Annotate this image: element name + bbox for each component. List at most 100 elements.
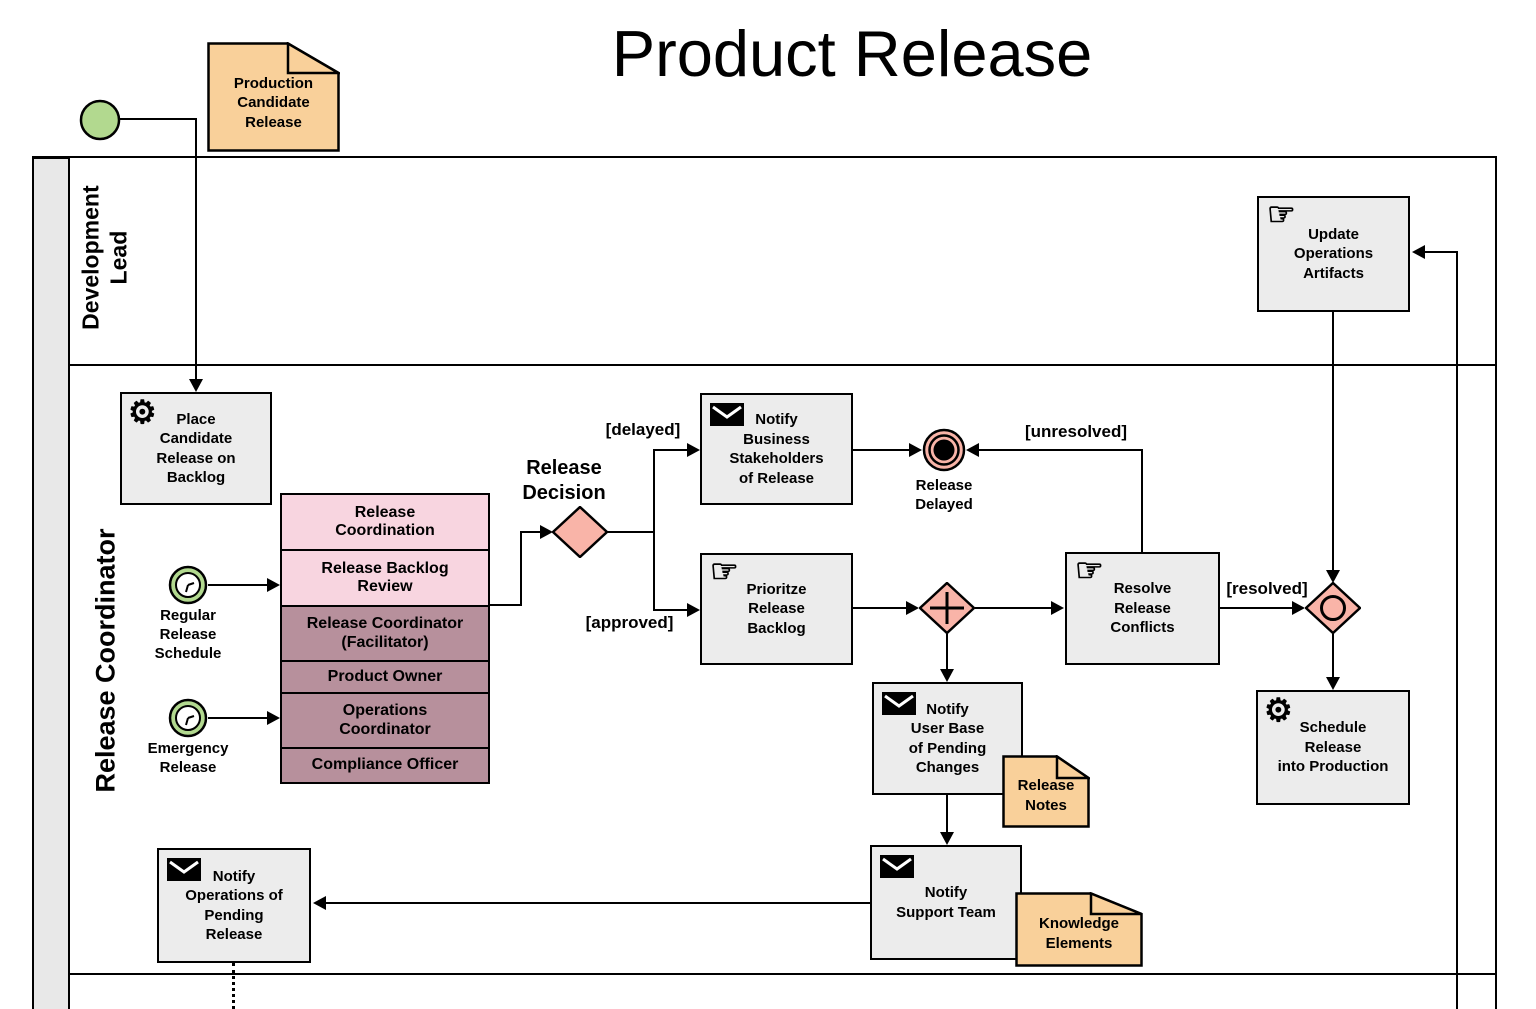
flow-line (1456, 252, 1458, 1009)
timer-event-emergency-release[interactable] (168, 698, 208, 738)
arrowhead (966, 443, 979, 457)
envelope-icon (167, 858, 201, 881)
pool-top-border (32, 156, 1497, 158)
pool-right-border (1495, 156, 1497, 1009)
flow-line (946, 795, 948, 833)
lane-divider (70, 973, 1497, 975)
arrowhead (906, 601, 919, 615)
circle-icon (1320, 595, 1346, 621)
timer-event-regular-release[interactable] (168, 565, 208, 605)
document-label: Knowledge Elements (1038, 915, 1119, 952)
plus-icon (930, 592, 964, 624)
arrowhead (687, 443, 700, 457)
table-row[interactable]: Product Owner (282, 662, 488, 694)
gateway-label: Release Decision (522, 457, 606, 504)
lane-divider (70, 364, 1497, 366)
flow-line (520, 531, 542, 533)
gear-icon: ⚙ (1264, 692, 1293, 728)
document-icon (207, 41, 344, 152)
flow-line (653, 449, 655, 611)
task-notify-support-team[interactable]: Notify Support Team (870, 845, 1022, 960)
envelope-icon (882, 692, 916, 715)
flow-line (946, 634, 948, 670)
flow-line (605, 531, 655, 533)
document-release-notes[interactable]: Release Notes (1002, 754, 1093, 828)
envelope-icon (710, 403, 744, 426)
edge-label-delayed: [delayed] (605, 420, 681, 439)
flow-line (195, 118, 197, 380)
pool-header-bar (32, 157, 70, 1009)
arrowhead (1292, 601, 1305, 615)
table-row[interactable]: Release Coordination (282, 495, 488, 551)
table-row[interactable]: Release Coordinator (Facilitator) (282, 607, 488, 662)
document-label: Production Candidate Release (233, 74, 314, 131)
flow-line (1332, 634, 1334, 678)
arrowhead (909, 443, 922, 457)
inclusive-gateway[interactable] (1305, 582, 1361, 634)
arrowhead (1326, 570, 1340, 583)
lane-label-development-lead: Development Lead (77, 185, 131, 330)
arrowhead (540, 525, 553, 539)
task-label: Schedule Release into Production (1277, 719, 1389, 776)
task-label: Notify Business Stakeholders of Release (729, 411, 824, 487)
task-label: Update Operations Artifacts (1293, 225, 1374, 282)
gear-icon: ⚙ (128, 394, 157, 430)
start-event[interactable] (79, 99, 121, 141)
document-icon (1015, 891, 1143, 967)
flow-line (325, 902, 871, 904)
edge-label-resolved: [resolved] (1226, 579, 1308, 598)
exclusive-gateway-release-decision[interactable] (552, 506, 608, 558)
task-label: Notify Operations of Pending Release (185, 867, 283, 944)
table-row[interactable]: Release Backlog Review (282, 551, 488, 607)
flow-line (520, 531, 522, 606)
flow-line (1332, 312, 1334, 571)
flow-line (853, 607, 907, 609)
arrowhead (940, 832, 954, 845)
task-place-candidate-release[interactable]: ⚙ Place Candidate Release on Backlog (120, 392, 272, 505)
flow-line (208, 584, 268, 586)
flow-line (653, 609, 688, 611)
task-schedule-release-production[interactable]: ⚙ Schedule Release into Production (1256, 690, 1410, 805)
flow-line (1220, 607, 1293, 609)
document-label: Release Notes (1017, 777, 1075, 814)
arrowhead (1051, 601, 1064, 615)
flow-line (208, 717, 268, 719)
parallel-gateway[interactable] (919, 582, 975, 634)
terminate-event-release-delayed[interactable] (921, 427, 967, 473)
edge-label-approved: [approved] (585, 613, 674, 632)
task-label: Notify User Base of Pending Changes (908, 700, 987, 777)
lane-label-release-coordinator: Release Coordinator (90, 528, 121, 793)
task-label: Prioritze Release Backlog (746, 580, 807, 637)
terminate-event-label: Release Delayed (915, 477, 973, 513)
arrowhead (189, 379, 203, 392)
task-label: Notify Support Team (896, 884, 996, 921)
arrowhead (1412, 245, 1425, 259)
arrowhead (313, 896, 326, 910)
task-notify-operations[interactable]: Notify Operations of Pending Release (157, 848, 311, 963)
document-production-candidate-release[interactable]: Production Candidate Release (207, 41, 344, 152)
task-prioritze-release-backlog[interactable]: ☞ Prioritze Release Backlog (700, 553, 853, 665)
arrowhead (687, 603, 700, 617)
participants-table: Release Coordination Release Backlog Rev… (280, 493, 490, 784)
hand-icon: ☞ (710, 553, 739, 589)
document-icon (1002, 754, 1093, 828)
table-row[interactable]: Operations Coordinator (282, 694, 488, 749)
arrowhead (940, 669, 954, 682)
edge-label-unresolved: [unresolved] (1024, 422, 1128, 441)
document-knowledge-elements[interactable]: Knowledge Elements (1015, 891, 1143, 967)
dotted-flow-line (232, 963, 235, 1009)
flow-line (1141, 449, 1143, 552)
table-row[interactable]: Compliance Officer (282, 749, 488, 782)
task-update-operations-artifacts[interactable]: ☞ Update Operations Artifacts (1257, 196, 1410, 312)
task-notify-business-stakeholders[interactable]: Notify Business Stakeholders of Release (700, 393, 853, 505)
flow-line (853, 449, 910, 451)
flow-line (978, 449, 1143, 451)
timer-event-label: Emergency Release (147, 740, 229, 776)
task-notify-user-base[interactable]: Notify User Base of Pending Changes (872, 682, 1023, 795)
hand-icon: ☞ (1075, 552, 1104, 588)
task-label: Resolve Release Conflicts (1110, 580, 1175, 637)
flow-line (653, 449, 688, 451)
task-resolve-release-conflicts[interactable]: ☞ Resolve Release Conflicts (1065, 552, 1220, 665)
task-label: Place Candidate Release on Backlog (156, 410, 236, 487)
